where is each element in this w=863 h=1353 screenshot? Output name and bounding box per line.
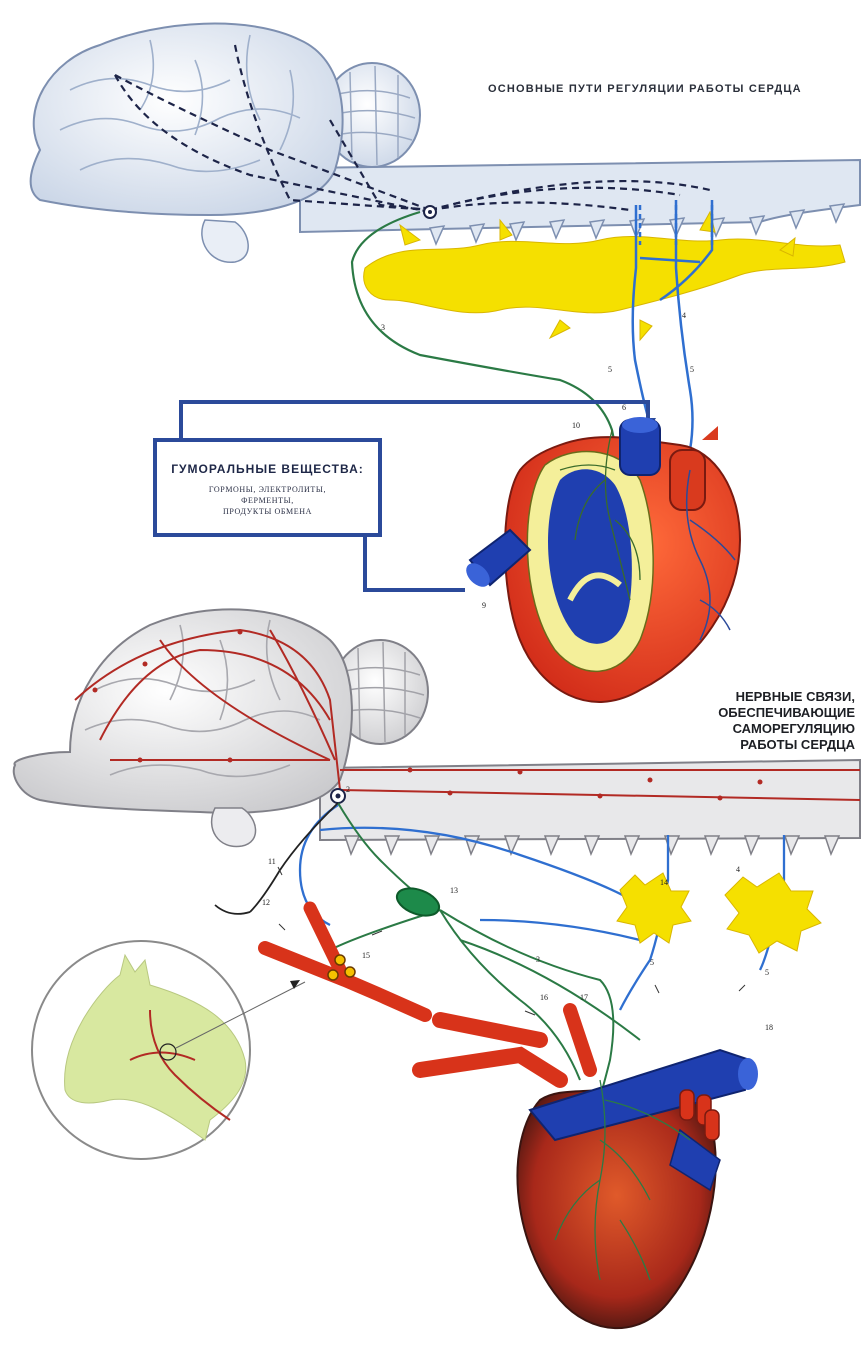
spinal-cord-bottom bbox=[320, 760, 860, 840]
label-5-top: 5 bbox=[608, 365, 612, 374]
label-3-top: 3 bbox=[381, 323, 385, 332]
carotid-sinus-inset bbox=[32, 941, 305, 1159]
label-11: 11 bbox=[268, 857, 276, 866]
label-5b-top: 5 bbox=[690, 365, 694, 374]
sympathetic-ganglion-4 bbox=[725, 873, 821, 953]
label-2: 2 bbox=[346, 785, 350, 794]
humoral-line-1: ГОРМОНЫ, ЭЛЕКТРОЛИТЫ, bbox=[157, 484, 378, 495]
label-4-bottom: 4 bbox=[736, 865, 740, 874]
label-12: 12 bbox=[262, 898, 270, 907]
label-9: 9 bbox=[482, 601, 486, 610]
stellate-ganglion-14 bbox=[617, 873, 691, 943]
label-13: 13 bbox=[450, 886, 458, 895]
pituitary-bottom bbox=[212, 808, 256, 846]
label-3-bottom: 3 bbox=[536, 955, 540, 964]
label-10-top: 10 bbox=[572, 421, 580, 430]
humoral-line-2: ФЕРМЕНТЫ, bbox=[157, 495, 378, 506]
label-14: 14 bbox=[660, 878, 668, 887]
top-title: ОСНОВНЫЕ ПУТИ РЕГУЛЯЦИИ РАБОТЫ СЕРДЦА bbox=[488, 83, 828, 95]
humoral-substances-box: ГУМОРАЛЬНЫЕ ВЕЩЕСТВА: ГОРМОНЫ, ЭЛЕКТРОЛИ… bbox=[153, 438, 382, 537]
bottom-title: НЕРВНЫЕ СВЯЗИ, ОБЕСПЕЧИВАЮЩИЕ САМОРЕГУЛЯ… bbox=[695, 689, 855, 753]
humoral-title: ГУМОРАЛЬНЫЕ ВЕЩЕСТВА: bbox=[157, 462, 378, 476]
pituitary-top bbox=[202, 220, 248, 262]
bottom-title-line-3: САМОРЕГУЛЯЦИЮ bbox=[695, 721, 855, 737]
spinal-cord-top bbox=[300, 160, 860, 232]
label-4-top: 4 bbox=[682, 311, 686, 320]
bottom-title-line-1: НЕРВНЫЕ СВЯЗИ, bbox=[695, 689, 855, 705]
top-brain-group bbox=[31, 24, 860, 702]
cerebrum-top bbox=[31, 24, 343, 215]
bottom-title-line-4: РАБОТЫ СЕРДЦА bbox=[695, 737, 855, 753]
heart-top bbox=[462, 417, 740, 702]
vagus-nerve-bottom bbox=[330, 803, 640, 1130]
label-5-bottom: 5 bbox=[650, 958, 654, 967]
bottom-title-line-2: ОБЕСПЕЧИВАЮЩИЕ bbox=[695, 705, 855, 721]
label-15: 15 bbox=[362, 951, 370, 960]
label-6: 6 bbox=[622, 403, 626, 412]
label-5b-bottom: 5 bbox=[765, 968, 769, 977]
label-17: 17 bbox=[580, 993, 588, 1002]
label-16: 16 bbox=[540, 993, 548, 1002]
label-18: 18 bbox=[765, 1023, 773, 1032]
nodose-ganglion-13 bbox=[393, 883, 443, 921]
heart-bottom bbox=[517, 1050, 758, 1328]
humoral-line-3: ПРОДУКТЫ ОБМЕНА bbox=[157, 506, 378, 517]
